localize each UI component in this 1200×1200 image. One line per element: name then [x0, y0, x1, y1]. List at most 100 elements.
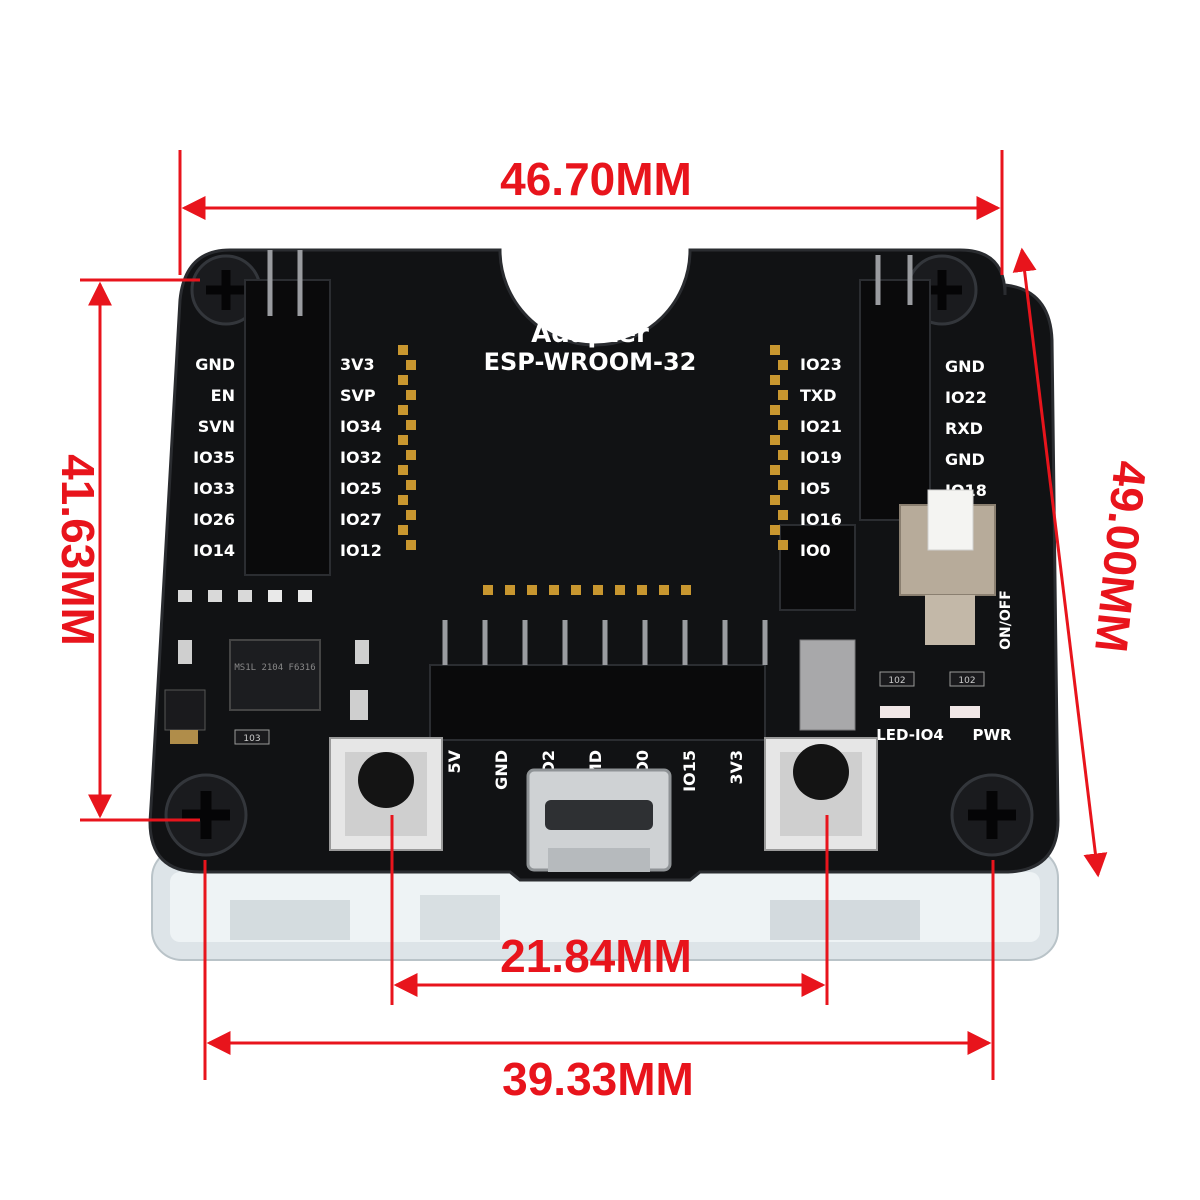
gold-contact: [770, 345, 780, 355]
gold-contact: [549, 585, 559, 595]
right-inner-pin-label-2: IO21: [800, 417, 842, 436]
left-outer-pin-label-6: IO14: [193, 541, 235, 560]
header-pins: [267, 250, 913, 665]
dim-right-height: 49.00MM: [1085, 459, 1157, 655]
left-outer-pin-label-4: IO33: [193, 479, 235, 498]
right-small-header: [779, 524, 856, 611]
dim-top-width: 46.70MM: [500, 153, 692, 205]
screw-bottom-left: [164, 773, 248, 857]
dim-left-height: 41.63MM: [52, 454, 104, 646]
gold-contact: [778, 360, 788, 370]
gold-contact: [778, 540, 788, 550]
bottom-header-pin-label-5: IO15: [680, 750, 699, 792]
gold-contact: [770, 495, 780, 505]
dim-button-spacing: 21.84MM: [500, 930, 692, 982]
right-inner-pin-label-6: IO0: [800, 541, 831, 560]
bottom-header-pin-label-4: D0: [633, 750, 652, 774]
gold-contact: [770, 465, 780, 475]
gold-contact: [406, 360, 416, 370]
right-inner-pin-label-5: IO16: [800, 510, 842, 529]
left-outer-pin-label-3: IO35: [193, 448, 235, 467]
left-inner-pin-label-3: IO32: [340, 448, 382, 467]
gold-contact: [681, 585, 691, 595]
gold-contact: [659, 585, 669, 595]
left-inner-pin-label-0: 3V3: [340, 355, 375, 374]
micro-usb-port[interactable]: [526, 768, 672, 872]
gold-contact: [398, 405, 408, 415]
gold-contact: [770, 435, 780, 445]
gold-contact: [770, 405, 780, 415]
left-outer-pin-label-5: IO26: [193, 510, 235, 529]
dim-bottom-width: 39.33MM: [502, 1053, 694, 1105]
gold-contact: [406, 540, 416, 550]
left-outer-pin-label-2: SVN: [198, 417, 235, 436]
power-switch[interactable]: ON/OFF: [899, 489, 1014, 650]
gold-contact: [637, 585, 647, 595]
resistor-label-103: 103: [243, 734, 260, 744]
gold-contact: [778, 450, 788, 460]
gold-contact: [406, 510, 416, 520]
gold-contact: [778, 510, 788, 520]
bottom-pin-header: [429, 664, 766, 741]
gold-contact: [398, 465, 408, 475]
resistor-label-102a: 102: [888, 676, 905, 686]
right-outer-pin-label-1: IO22: [945, 388, 987, 407]
gold-contact: [571, 585, 581, 595]
right-outer-pin-label-2: RXD: [945, 419, 983, 438]
led-io4: [880, 706, 910, 718]
gold-contact: [398, 345, 408, 355]
boot-button[interactable]: [764, 737, 878, 851]
gold-contact: [778, 390, 788, 400]
gold-contact: [615, 585, 625, 595]
board-title-line2: ESP-WROOM-32: [484, 348, 697, 376]
screw-bottom-right: [950, 773, 1034, 857]
left-inner-pin-label-4: IO25: [340, 479, 382, 498]
led-pwr: [950, 706, 980, 718]
board-title-line1: Adapter: [531, 319, 649, 349]
gold-contact: [406, 420, 416, 430]
gold-contact: [398, 375, 408, 385]
bottom-header-pin-label-6: 3V3: [727, 750, 746, 785]
gold-contact: [406, 480, 416, 490]
left-inner-pin-label-6: IO12: [340, 541, 382, 560]
gold-contact: [398, 435, 408, 445]
left-outer-pin-label-1: EN: [211, 386, 235, 405]
gold-contact: [483, 585, 493, 595]
bottom-header-pin-label-2: D2: [539, 750, 558, 774]
left-inner-pin-label-5: IO27: [340, 510, 382, 529]
led-io4-label: LED-IO4: [876, 726, 944, 744]
ic-chip: [229, 639, 321, 711]
left-outer-pin-label-0: GND: [195, 355, 235, 374]
switch-label: ON/OFF: [998, 590, 1014, 650]
gold-contact: [770, 525, 780, 535]
led-pwr-label: PWR: [972, 726, 1012, 744]
gold-contact: [770, 375, 780, 385]
right-inner-pin-label-4: IO5: [800, 479, 831, 498]
right-pin-header: [859, 279, 931, 521]
reset-button[interactable]: [329, 737, 443, 851]
resistor-label-102b: 102: [958, 676, 975, 686]
gold-contact: [527, 585, 537, 595]
gold-contact: [778, 420, 788, 430]
bottom-header-pin-label-1: GND: [492, 750, 511, 790]
gold-contact: [398, 525, 408, 535]
capacitor: [799, 639, 856, 731]
gold-contact: [778, 480, 788, 490]
right-outer-pin-label-0: GND: [945, 357, 985, 376]
gold-contact: [406, 390, 416, 400]
right-inner-pin-label-1: TXD: [800, 386, 837, 405]
left-inner-pin-label-2: IO34: [340, 417, 382, 436]
right-inner-pin-label-0: IO23: [800, 355, 842, 374]
dimension-annotations: [80, 150, 1108, 1080]
acrylic-base: [151, 847, 1059, 961]
screw-top-left: [190, 254, 262, 326]
left-pin-header: [244, 279, 331, 576]
right-inner-pin-label-3: IO19: [800, 448, 842, 467]
spring-contacts: [398, 345, 788, 595]
gold-contact: [593, 585, 603, 595]
right-outer-pin-label-3: GND: [945, 450, 985, 469]
